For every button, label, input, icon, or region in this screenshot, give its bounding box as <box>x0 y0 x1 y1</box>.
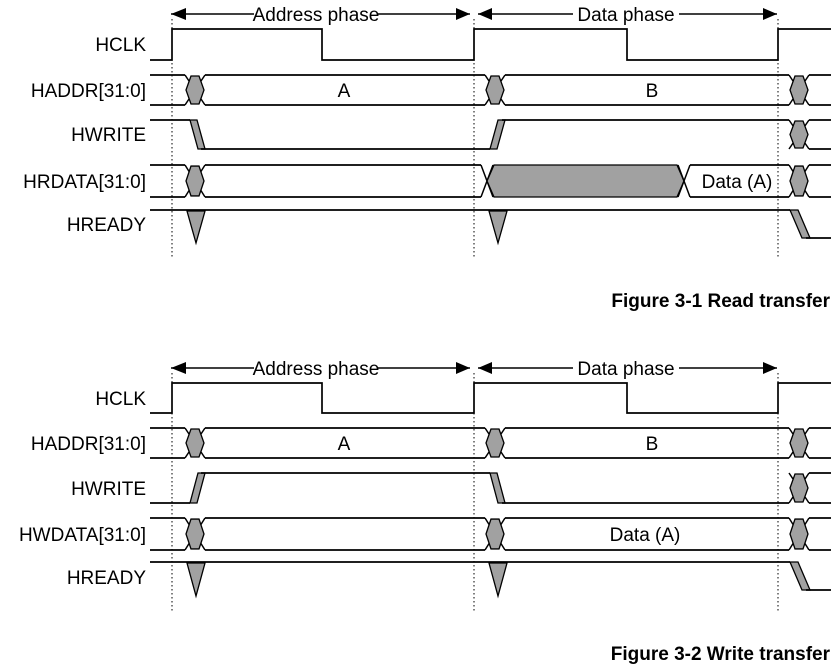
haddr-value-a: A <box>338 434 351 455</box>
hwrite-rise-transition <box>489 119 506 150</box>
read-transfer-diagram: Address phase Data phase HCLK HADDR[31:0… <box>23 3 831 312</box>
signal-label-hwdata: HWDATA[31:0] <box>19 525 146 546</box>
hready-waveform <box>150 209 831 246</box>
signal-label-hrdata: HRDATA[31:0] <box>23 172 146 193</box>
hwdata-value-data-a: Data (A) <box>610 525 681 546</box>
hready-notch-1 <box>186 210 206 246</box>
signal-label-hready: HREADY <box>67 215 147 236</box>
hrdata-waveform: Data (A) <box>150 164 831 198</box>
haddr-waveform: A B <box>150 427 831 459</box>
cycle-boundary-lines <box>171 373 779 611</box>
hwrite-fall-transition <box>189 119 206 150</box>
arrowhead-left-address <box>171 8 186 20</box>
hrdata-value-data-a: Data (A) <box>702 172 773 193</box>
signal-label-haddr: HADDR[31:0] <box>31 434 146 455</box>
hclk-waveform <box>150 28 831 61</box>
arrowhead-right-data <box>763 8 777 20</box>
hwrite-waveform <box>150 472 831 504</box>
hready-fall-transition <box>789 209 811 239</box>
arrowhead-right-data <box>763 362 777 374</box>
hwrite-waveform <box>150 119 831 150</box>
arrowhead-right-address <box>456 362 470 374</box>
hready-fall-transition <box>789 561 811 591</box>
hready-waveform <box>150 561 831 599</box>
data-phase-label: Data phase <box>577 5 674 26</box>
hready-notch-2 <box>488 210 508 246</box>
hclk-waveform <box>150 382 831 414</box>
address-phase-label: Address phase <box>253 359 380 380</box>
phase-arrows: Address phase Data phase <box>171 357 777 380</box>
haddr-value-b: B <box>646 81 659 102</box>
arrowhead-left-data <box>478 362 492 374</box>
arrowhead-left-data <box>478 8 492 20</box>
arrowhead-left-address <box>171 362 186 374</box>
haddr-value-b: B <box>646 434 659 455</box>
signal-label-haddr: HADDR[31:0] <box>31 81 146 102</box>
signal-labels: HCLK HADDR[31:0] HWRITE HRDATA[31:0] HRE… <box>23 35 146 236</box>
arrowhead-right-address <box>456 8 470 20</box>
figure-3-1-caption: Figure 3-1 Read transfer <box>611 291 830 312</box>
cycle-boundary-lines <box>171 19 779 257</box>
data-phase-label: Data phase <box>577 359 674 380</box>
hrdata-invalid-region <box>486 164 685 198</box>
signal-label-hclk: HCLK <box>95 35 146 56</box>
haddr-value-a: A <box>338 81 351 102</box>
hready-notch-2 <box>488 562 508 599</box>
signal-label-hwrite: HWRITE <box>71 125 146 146</box>
write-transfer-diagram: Address phase Data phase HCLK HADDR[31:0… <box>19 357 831 665</box>
phase-arrows: Address phase Data phase <box>171 3 777 26</box>
haddr-waveform: A B <box>150 74 831 106</box>
hwrite-rise-transition <box>189 472 206 504</box>
signal-label-hclk: HCLK <box>95 389 146 410</box>
signal-labels: HCLK HADDR[31:0] HWRITE HWDATA[31:0] HRE… <box>19 389 146 589</box>
signal-label-hready: HREADY <box>67 568 147 589</box>
signal-label-hwrite: HWRITE <box>71 479 146 500</box>
hwrite-fall-transition <box>489 472 506 504</box>
hwdata-waveform: Data (A) <box>150 517 831 551</box>
hready-notch-1 <box>186 562 206 599</box>
address-phase-label: Address phase <box>253 5 380 26</box>
figure-3-2-caption: Figure 3-2 Write transfer <box>611 644 831 665</box>
